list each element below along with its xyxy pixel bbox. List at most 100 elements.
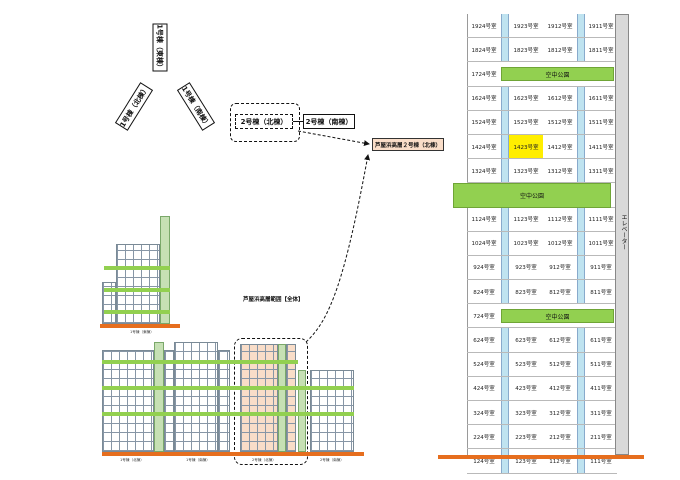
room-cell[interactable]: 1811号室 xyxy=(588,47,614,54)
stair-strip xyxy=(501,425,509,449)
elevation-east-ground xyxy=(100,324,180,328)
room-cell[interactable]: 612号室 xyxy=(549,338,571,345)
room-cell[interactable]: 1112号室 xyxy=(547,217,573,224)
room-cell[interactable]: 1724号室 xyxy=(471,71,497,78)
room-cell[interactable]: 1123号室 xyxy=(513,217,539,224)
room-cell[interactable]: 1524号室 xyxy=(471,120,497,127)
floor-row: 1124号室 1123号室 1112号室 1111号室 xyxy=(467,207,617,232)
floor-row: 124号室 123号室 112号室 111号室 xyxy=(467,449,617,474)
room-cell[interactable]: 1823号室 xyxy=(513,47,539,54)
room-cell[interactable]: 824号室 xyxy=(473,289,495,296)
stair-strip xyxy=(577,376,585,400)
room-cell[interactable]: 1812号室 xyxy=(547,47,573,54)
room-cell[interactable]: 1423号室 xyxy=(509,134,543,159)
floor-row: 1024号室 1023号室 1012号室 1011号室 xyxy=(467,231,617,256)
floor-row: 空中公園 xyxy=(453,183,617,208)
room-cell[interactable]: 112号室 xyxy=(549,458,571,465)
room-cell[interactable]: 212号室 xyxy=(549,434,571,441)
room-cell[interactable]: 1312号室 xyxy=(547,168,573,175)
elevation-b2-caption: 1号棟（南棟） xyxy=(186,458,210,462)
room-cell[interactable]: 1124号室 xyxy=(471,217,497,224)
stair-strip xyxy=(577,255,585,280)
floor-row: 324号室 323号室 312号室 311号室 xyxy=(467,401,617,426)
room-cell[interactable]: 411号室 xyxy=(590,386,612,393)
room-cell[interactable]: 911号室 xyxy=(590,265,612,272)
room-cell[interactable]: 1911号室 xyxy=(588,23,614,30)
room-cell[interactable]: 1411号室 xyxy=(588,144,614,151)
wing-2-south: 2号棟（南棟） xyxy=(303,114,355,129)
stair-strip xyxy=(577,159,585,183)
room-cell[interactable]: 224号室 xyxy=(473,434,495,441)
room-cell[interactable]: 324号室 xyxy=(473,410,495,417)
room-cell[interactable]: 1912号室 xyxy=(547,23,573,30)
room-cell[interactable]: 924号室 xyxy=(473,265,495,272)
room-cell[interactable]: 912号室 xyxy=(549,265,571,272)
room-cell[interactable]: 512号室 xyxy=(549,362,571,369)
stair-strip xyxy=(501,207,509,231)
stair-strip xyxy=(577,280,585,304)
room-cell[interactable]: 1012号室 xyxy=(547,241,573,248)
room-cell[interactable]: 1611号室 xyxy=(588,96,614,103)
elevation-b2-left xyxy=(174,342,218,452)
room-cell[interactable]: 223号室 xyxy=(515,434,537,441)
room-cell[interactable]: 623号室 xyxy=(515,338,537,345)
room-cell[interactable]: 812号室 xyxy=(549,289,571,296)
room-cell[interactable]: 111号室 xyxy=(590,458,612,465)
room-cell[interactable]: 1824号室 xyxy=(471,47,497,54)
room-cell[interactable]: 323号室 xyxy=(515,410,537,417)
room-cell[interactable]: 1612号室 xyxy=(547,96,573,103)
room-cell[interactable]: 1111号室 xyxy=(588,217,614,224)
room-cell[interactable]: 724号室 xyxy=(473,313,495,320)
stair-strip xyxy=(501,159,509,183)
room-cell[interactable]: 611号室 xyxy=(590,338,612,345)
room-cell[interactable]: 311号室 xyxy=(590,410,612,417)
room-cell[interactable]: 211号室 xyxy=(590,434,612,441)
stair-strip xyxy=(577,449,585,473)
floor-row: 224号室 223号室 212号室 211号室 xyxy=(467,425,617,450)
room-cell[interactable]: 1523号室 xyxy=(513,120,539,127)
stair-strip xyxy=(577,425,585,449)
room-cell[interactable]: 624号室 xyxy=(473,338,495,345)
room-cell[interactable]: 1624号室 xyxy=(471,96,497,103)
floor-row: 1824号室 1823号室 1812号室 1811号室 xyxy=(467,38,617,63)
room-cell[interactable]: 1011号室 xyxy=(588,241,614,248)
elevation-b1-left xyxy=(102,350,154,452)
room-cell[interactable]: 1024号室 xyxy=(471,241,497,248)
room-cell[interactable]: 1023号室 xyxy=(513,241,539,248)
elevation-b2-right xyxy=(218,350,230,452)
room-cell[interactable]: 1623号室 xyxy=(513,96,539,103)
floor-row: 524号室 523号室 512号室 511号室 xyxy=(467,352,617,377)
room-cell[interactable]: 1323号室 xyxy=(513,168,539,175)
room-cell[interactable]: 412号室 xyxy=(549,386,571,393)
room-cell[interactable]: 1512号室 xyxy=(547,120,573,127)
sky-garden-band: 空中公園 xyxy=(501,67,614,82)
stair-strip xyxy=(577,207,585,231)
room-cell[interactable]: 1424号室 xyxy=(471,144,497,151)
room-cell[interactable]: 124号室 xyxy=(473,458,495,465)
room-cell[interactable]: 811号室 xyxy=(590,289,612,296)
stair-strip xyxy=(501,231,509,255)
room-cell[interactable]: 423号室 xyxy=(515,386,537,393)
room-cell[interactable]: 1923号室 xyxy=(513,23,539,30)
room-cell[interactable]: 424号室 xyxy=(473,386,495,393)
room-cell[interactable]: 823号室 xyxy=(515,289,537,296)
room-cell[interactable]: 923号室 xyxy=(515,265,537,272)
room-cell[interactable]: 1924号室 xyxy=(471,23,497,30)
room-cell[interactable]: 1311号室 xyxy=(588,168,614,175)
elevation-b3-core xyxy=(278,344,286,452)
room-cell[interactable]: 523号室 xyxy=(515,362,537,369)
sky-garden-band: 空中公園 xyxy=(501,309,614,324)
room-cell[interactable]: 524号室 xyxy=(473,362,495,369)
elevation-b4-body xyxy=(310,370,354,452)
stair-strip xyxy=(501,38,509,62)
floor-row: 1524号室 1523号室 1512号室 1511号室 xyxy=(467,110,617,135)
room-cell[interactable]: 1412号室 xyxy=(547,144,573,151)
stair-strip xyxy=(501,280,509,304)
room-cell[interactable]: 312号室 xyxy=(549,410,571,417)
room-cell[interactable]: 1324号室 xyxy=(471,168,497,175)
wing-2-north[interactable]: 2号棟（北棟） xyxy=(235,114,293,129)
room-cell[interactable]: 511号室 xyxy=(590,362,612,369)
selected-building-frame[interactable] xyxy=(234,338,308,465)
room-cell[interactable]: 1511号室 xyxy=(588,120,614,127)
room-cell[interactable]: 123号室 xyxy=(515,458,537,465)
